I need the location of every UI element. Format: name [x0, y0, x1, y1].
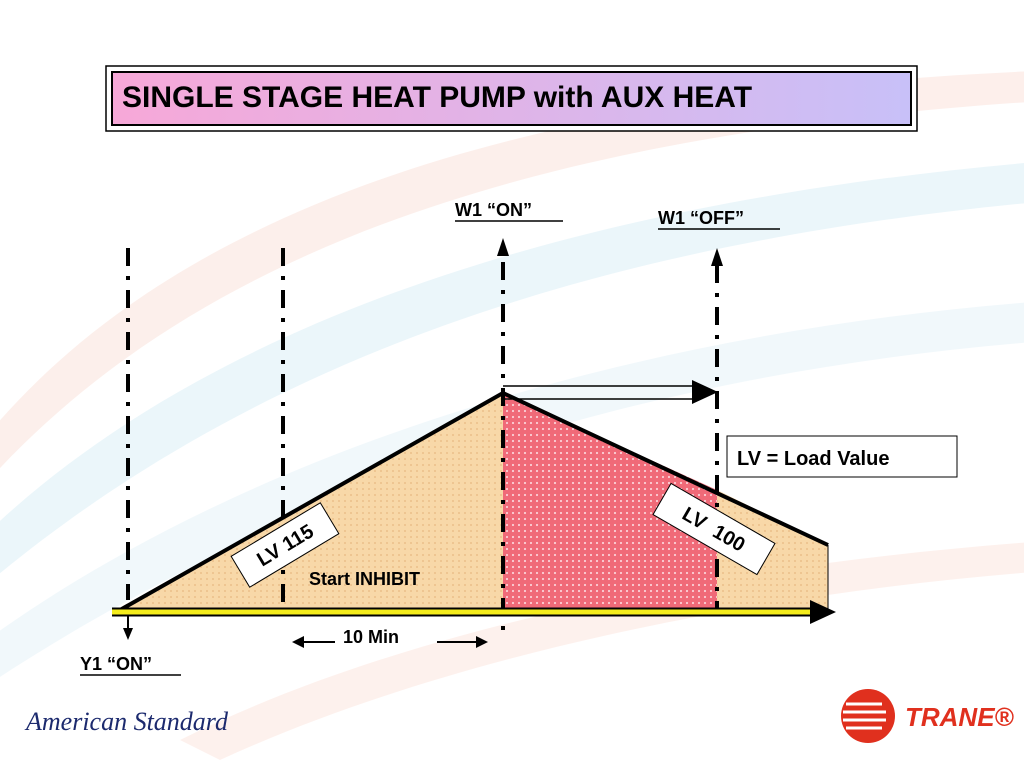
start-inhibit-label: Start INHIBIT: [309, 569, 420, 589]
trane-circle-icon: [841, 689, 895, 743]
legend-box: LV = Load Value: [726, 435, 958, 478]
w1-off-label: W1 “OFF”: [658, 208, 744, 228]
american-standard-logo: American Standard: [24, 707, 229, 736]
title-box: SINGLE STAGE HEAT PUMP with AUX HEAT: [105, 65, 918, 132]
trane-logo: TRANE®: [841, 689, 1015, 743]
ten-min-label: 10 Min: [343, 627, 399, 647]
inhibit-red-region: [503, 393, 717, 610]
tan-region-tail: [717, 490, 828, 610]
y1-on-label: Y1 “ON”: [80, 654, 152, 674]
time-axis: [112, 600, 836, 624]
duration-arrow: [503, 380, 718, 404]
ten-min-indicator: 10 Min: [292, 627, 488, 648]
legend-text: LV = Load Value: [737, 448, 889, 470]
w1-on-up-arrow: [497, 238, 509, 256]
slide-title: SINGLE STAGE HEAT PUMP with AUX HEAT: [122, 81, 752, 114]
trane-wordmark: TRANE®: [905, 702, 1015, 732]
w1-off-up-arrow: [711, 248, 723, 266]
w1-on-label: W1 “ON”: [455, 200, 532, 220]
y1-down-arrow: [123, 628, 133, 640]
